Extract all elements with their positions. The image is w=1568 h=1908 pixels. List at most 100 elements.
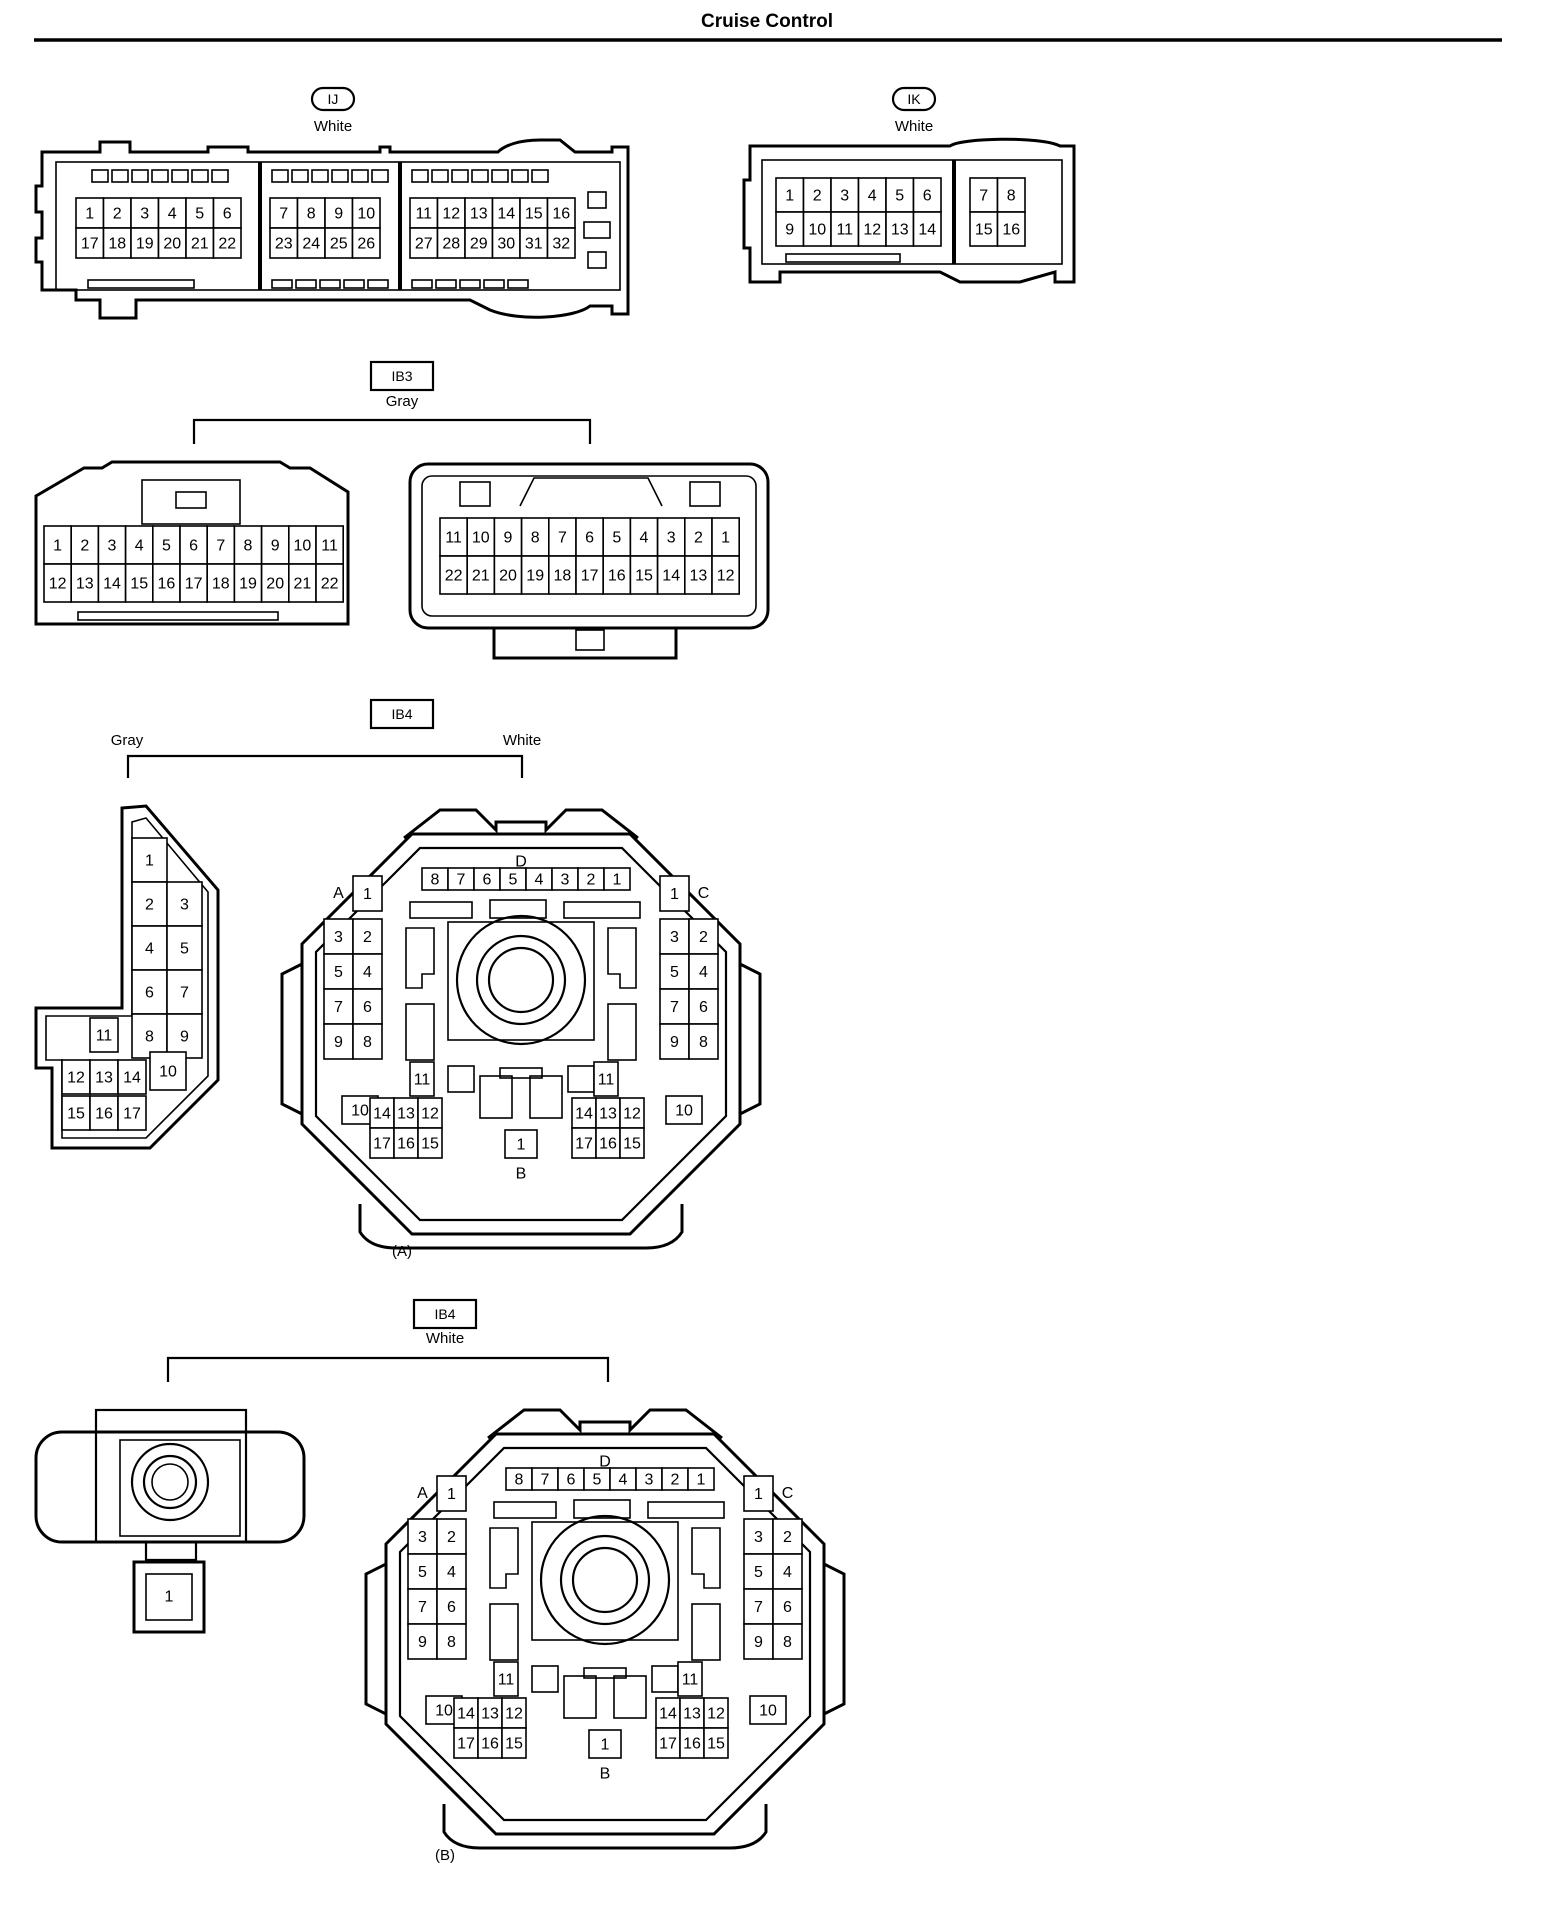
ij-slot (371, 169, 389, 183)
section-a-pin: 8 (447, 1634, 456, 1651)
ik-pin: 15 (975, 222, 993, 239)
section-b-pin-cell (588, 1729, 622, 1759)
slot-small (567, 1065, 595, 1093)
ib4a-gray-pin: 1 (145, 853, 154, 870)
ij-key-2 (583, 221, 611, 239)
section-d-pin: 4 (619, 1472, 628, 1489)
ib3-left-pin-cell (124, 525, 154, 565)
cluster-pin-cell (571, 1127, 597, 1159)
section-d-pin: 5 (593, 1472, 602, 1489)
ib3-right-pin: 12 (717, 568, 735, 585)
cluster-pin-cell (665, 1095, 703, 1125)
rail (493, 1501, 557, 1519)
ij-bottom-slot (271, 279, 293, 289)
section-d-pin: 6 (567, 1472, 576, 1489)
section-c-pin: 9 (754, 1634, 763, 1651)
cluster-pin: 11 (598, 1072, 615, 1089)
section-a-pin: 4 (447, 1564, 456, 1581)
ib3-left-pin: 2 (80, 538, 89, 555)
slot-small (447, 1065, 475, 1093)
cluster-pin: 16 (397, 1136, 415, 1153)
section-c-pin: 7 (754, 1599, 763, 1616)
section-c-pin: 4 (783, 1564, 792, 1581)
cluster-pin: 13 (397, 1106, 415, 1123)
ib4b-single-ring-outer (130, 1442, 210, 1522)
section-c-pin-cell (659, 875, 690, 912)
ib4b-tag: IB4 (434, 1306, 455, 1322)
ij-pin: 5 (195, 206, 204, 223)
ib3-tag: IB3 (391, 368, 412, 384)
section-c-pin: 3 (754, 1529, 763, 1546)
section-a-pin: 5 (418, 1564, 427, 1581)
cluster-pin-cell (393, 1127, 419, 1159)
section-c-pin: 6 (783, 1599, 792, 1616)
ik-pin-cell (830, 177, 860, 213)
ij-top-slots (87, 169, 549, 289)
ik-pin-cell (802, 211, 832, 247)
cluster-pin: 17 (575, 1136, 593, 1153)
ib3-right-pin-cell (711, 517, 741, 557)
ij-pin-cell (185, 197, 215, 229)
section-d-pin: 7 (457, 872, 466, 889)
ij-pin-cell (102, 197, 132, 229)
section-a-pin-cell (323, 988, 354, 1025)
ik-inner-shell (761, 159, 1063, 265)
ij-pin-cell (491, 227, 521, 259)
cluster-pin-cell (677, 1661, 703, 1697)
section-d-pin: 5 (509, 872, 518, 889)
ib4a-gray-pin: 12 (67, 1070, 85, 1087)
ik-pin-cell (885, 177, 915, 213)
section-c-pin-cell (772, 1588, 803, 1625)
ib4a-gray-pin-cell (131, 881, 168, 927)
section-a-pin: 8 (363, 1034, 372, 1051)
section-d-pin: 7 (541, 1472, 550, 1489)
cluster-pin-cell (501, 1727, 527, 1759)
ij-pin-cell (157, 227, 187, 259)
ij-slot (351, 169, 369, 183)
ib3-right-pin: 4 (640, 530, 649, 547)
cluster-pin: 13 (481, 1706, 499, 1723)
ib3-right-pin: 13 (690, 568, 708, 585)
ik-pin-cell (996, 177, 1026, 213)
section-d-pin: 6 (483, 872, 492, 889)
ib3-right-pin: 20 (499, 568, 517, 585)
ik-pin-cell (775, 211, 805, 247)
ib3-right-pin: 15 (635, 568, 653, 585)
octagon-right-ear (823, 1562, 846, 1716)
ij-slot (191, 169, 209, 183)
ib3-right-pin: 6 (585, 530, 594, 547)
ib4a-gray-pin-cell (117, 1059, 147, 1095)
ik-pin: 11 (836, 222, 853, 239)
section-c-pin-cell (772, 1518, 803, 1555)
ib3-left-pin-cell (206, 525, 236, 565)
ib3-right-latch (519, 477, 663, 507)
ij-bottom-slot (459, 279, 481, 289)
ik-divider (952, 160, 956, 264)
ik-tag-frame (891, 86, 937, 112)
rail (563, 901, 641, 919)
section-c-pin: 5 (670, 964, 679, 981)
ik-pin: 16 (1002, 222, 1020, 239)
ib3-right-pin-cell (493, 517, 523, 557)
cluster-pin: 14 (373, 1106, 391, 1123)
ib3-left-rail (77, 611, 279, 621)
cluster-pin: 12 (707, 1706, 725, 1723)
cluster-pin: 12 (421, 1106, 439, 1123)
cluster-pin-cell (571, 1097, 597, 1129)
ij-bottom-slot (319, 279, 341, 289)
cluster-pin: 12 (505, 1706, 523, 1723)
section-a-pin-cell (323, 918, 354, 955)
ib3-left-pin: 3 (108, 538, 117, 555)
cluster-pin-cell (679, 1727, 705, 1759)
ij-tag-frame (310, 86, 356, 112)
cluster-pin-cell (417, 1097, 443, 1129)
ib4a-bracket (126, 754, 524, 778)
ib3-right-shell (408, 462, 770, 630)
ib3-left-pin: 13 (76, 576, 94, 593)
section-c-pin: 1 (670, 886, 679, 903)
ib3-left-pin-cell (70, 563, 100, 603)
ij-tag: IJ (328, 91, 339, 107)
